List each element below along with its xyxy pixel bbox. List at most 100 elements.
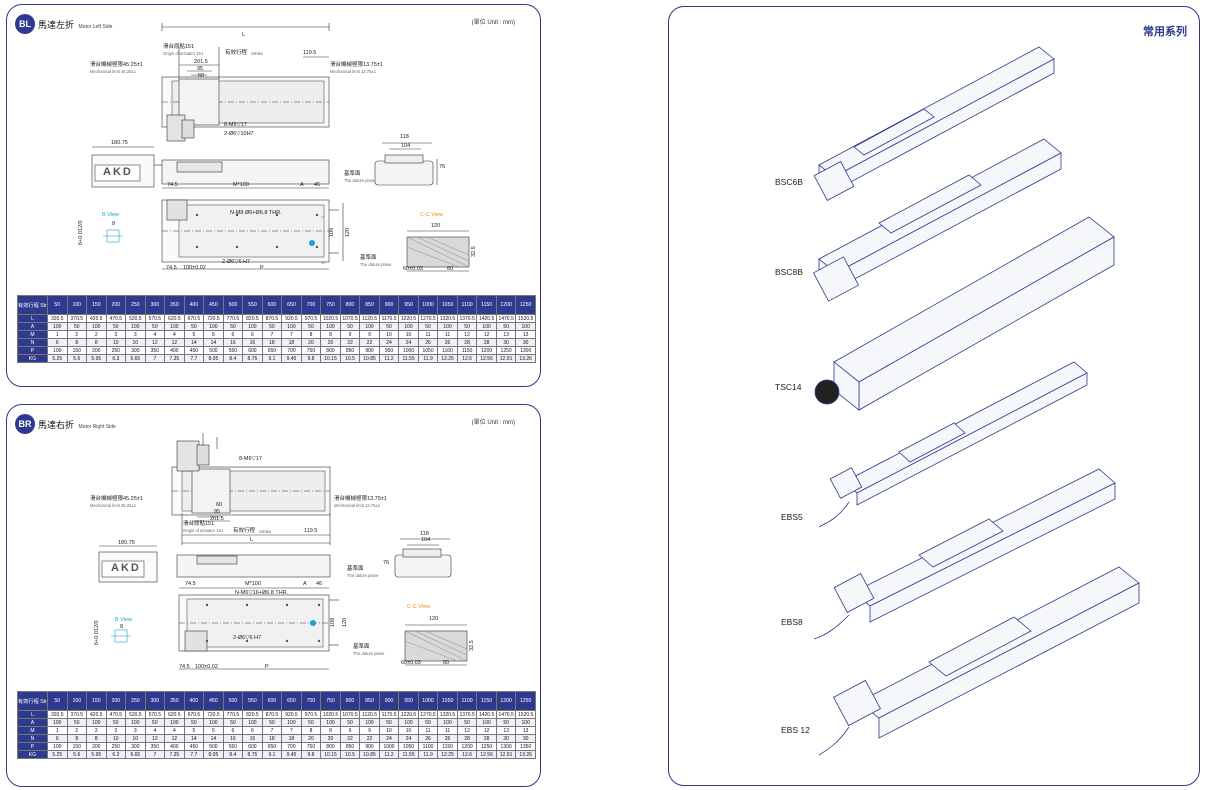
table-cell: 200: [86, 346, 107, 355]
table-cell: 24: [398, 338, 419, 347]
table-cell: 6: [47, 734, 68, 743]
br-b-view: B View: [115, 617, 133, 623]
stroke-header-cell: 250: [125, 691, 146, 711]
table-cell: 12.91: [495, 354, 517, 363]
bl-dim-201-5: 201.5: [194, 59, 208, 65]
table-cell: 1370.5: [456, 710, 478, 719]
br-dim-60-cc: 60: [443, 660, 450, 666]
table-cell: 9.8: [300, 354, 322, 363]
table-cell: 3: [125, 726, 146, 735]
common-series-panel: 常用系列: [668, 6, 1200, 786]
table-cell: 12: [164, 734, 185, 743]
table-cell: 20: [320, 338, 341, 347]
stroke-header-cell: 1250: [515, 295, 536, 315]
table-cell: 2: [86, 330, 107, 339]
table-cell: 100: [242, 718, 263, 727]
table-cell: 5.25: [47, 354, 68, 363]
table-cell: 50: [378, 718, 400, 727]
table-cell: 100: [86, 322, 107, 331]
table-cell: 4: [144, 330, 166, 339]
br-dim-a: A: [303, 581, 307, 587]
table-cell: 1520.5: [515, 710, 536, 719]
table-cell: 2: [66, 726, 88, 735]
table-cell: 620.5: [164, 314, 185, 323]
table-cell: 1: [47, 726, 68, 735]
table-cell: 620.5: [164, 710, 185, 719]
table-cell: 1100: [417, 742, 439, 751]
table-cell: 370.5: [66, 314, 88, 323]
table-cell: 5: [183, 330, 205, 339]
table-cell: 13: [515, 726, 536, 735]
stroke-header-cell: 300: [144, 295, 166, 315]
bl-dim-a: A: [300, 182, 304, 188]
model-tsc14: TSC14: [775, 382, 802, 392]
br-technical-drawing: [98, 433, 468, 670]
stroke-header-cell: 1050: [437, 691, 458, 711]
table-cell: 28: [456, 734, 478, 743]
table-cell: 1120.5: [359, 710, 380, 719]
table-cell: 1020.5: [320, 710, 341, 719]
table-cell: 100: [359, 718, 380, 727]
table-cell: 570.5: [144, 710, 166, 719]
table-cell: 320.5: [47, 710, 68, 719]
stroke-header-cell: 750: [320, 295, 341, 315]
table-cell: 100: [125, 718, 146, 727]
ebs5-actuator-image: [818, 361, 1088, 528]
br-dim-60: 60: [216, 502, 223, 508]
bl-origin-zh: 滑台原點151: [163, 44, 195, 50]
table-cell: 470.5: [105, 710, 127, 719]
table-cell: 420.5: [86, 314, 107, 323]
br-dim-95: 95: [214, 509, 221, 515]
row-label: KG: [17, 354, 48, 363]
bl-mech-left-zh: 滑台機械極限45.25±1: [90, 62, 143, 68]
table-cell: 3: [105, 330, 127, 339]
table-cell: 1150: [437, 742, 458, 751]
table-cell: 1350: [515, 742, 536, 751]
table-cell: 1220.5: [398, 710, 419, 719]
table-cell: 5.25: [47, 750, 68, 759]
table-cell: 50: [144, 718, 166, 727]
stroke-header-label: 有效行程 Stroke: [17, 691, 48, 711]
br-dim-100: 100±0.02: [195, 664, 218, 670]
bl-dim-119-5: 119.5: [303, 50, 317, 56]
br-dim-60-03: 60±0.03: [401, 660, 421, 666]
table-cell: 720.5: [203, 314, 224, 323]
br-origin-zh: 滑台原點151: [183, 521, 215, 527]
stroke-header-cell: 400: [183, 691, 205, 711]
br-table-header-row: 有效行程 Stroke50100150200250300350400450500…: [17, 691, 536, 711]
table-cell: 650: [261, 742, 283, 751]
br-dim-32-5: 32.5: [469, 640, 475, 651]
table-cell: 1050: [417, 346, 439, 355]
table-cell: 1420.5: [476, 710, 497, 719]
table-cell: 970.5: [300, 314, 322, 323]
bl-datum-zh: 基準面: [344, 171, 361, 177]
table-cell: 12.91: [495, 750, 517, 759]
table-cell: 820.5: [242, 710, 263, 719]
stroke-header-cell: 50: [47, 691, 68, 711]
table-cell: 1250: [476, 742, 497, 751]
table-cell: 50: [495, 322, 517, 331]
table-cell: 100: [515, 718, 536, 727]
table-cell: 100: [125, 322, 146, 331]
table-cell: 50: [183, 718, 205, 727]
table-cell: 500: [203, 346, 224, 355]
bl-dim-74-5-b: 74.5: [166, 265, 177, 271]
table-cell: 9.1: [261, 354, 283, 363]
table-cell: 250: [105, 346, 127, 355]
stroke-header-cell: 900: [378, 295, 400, 315]
table-cell: 1300: [515, 346, 536, 355]
table-cell: 13.26: [515, 354, 536, 363]
table-cell: 600: [242, 742, 263, 751]
table-cell: 10: [398, 330, 419, 339]
table-cell: 50: [261, 322, 283, 331]
table-cell: 8: [320, 330, 341, 339]
model-ebs5: EBS5: [781, 512, 803, 522]
table-cell: 1: [47, 330, 68, 339]
table-cell: 7: [281, 726, 302, 735]
table-cell: 1000: [398, 346, 419, 355]
table-cell: 50: [339, 718, 361, 727]
bl-dim-120-cc: 120: [431, 223, 441, 229]
